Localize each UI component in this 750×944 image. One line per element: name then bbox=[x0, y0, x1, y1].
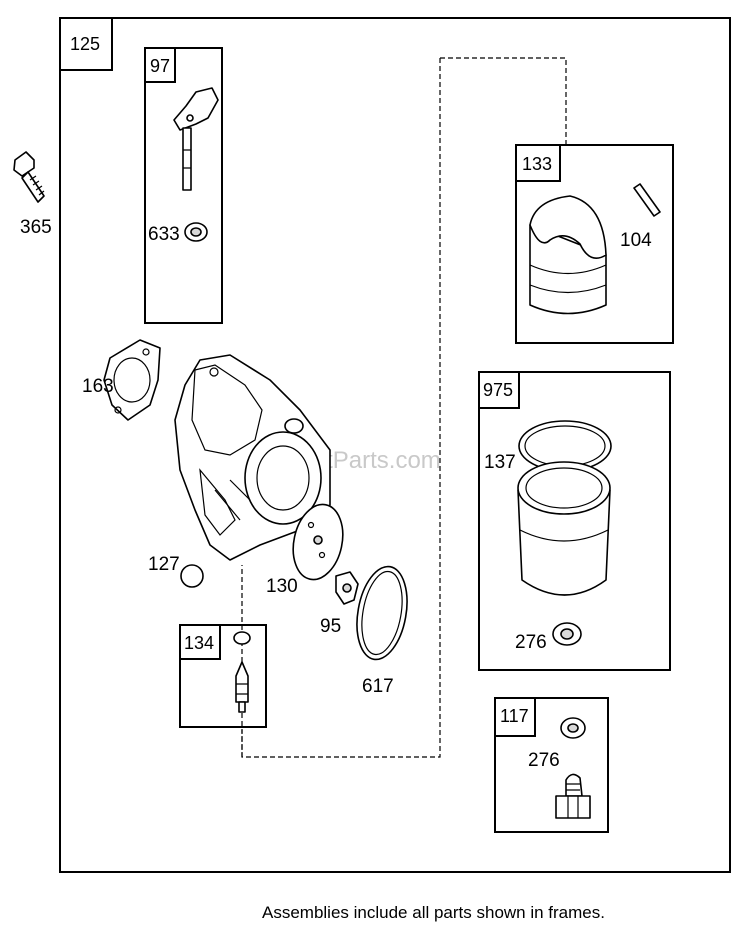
float-bowl-part bbox=[517, 461, 611, 596]
screw-part bbox=[13, 151, 45, 203]
float-part bbox=[529, 195, 607, 315]
o-ring-part bbox=[356, 565, 408, 661]
jet-kit-frame bbox=[494, 697, 609, 833]
assembly-tag-label: 125 bbox=[70, 34, 100, 54]
bowl-washer-part bbox=[552, 622, 582, 646]
connector-line-float bbox=[440, 57, 567, 145]
float-kit-frame bbox=[515, 144, 674, 344]
part-label-plug: 127 bbox=[148, 554, 180, 575]
throttle-shaft-kit-tag bbox=[144, 47, 176, 83]
part-label-screw: 365 bbox=[20, 217, 52, 238]
part-label-washer-jet: 276 bbox=[528, 750, 560, 771]
plug-part bbox=[180, 564, 204, 588]
throttle-shaft-kit-frame bbox=[144, 47, 223, 324]
throttle-shaft-part bbox=[173, 87, 219, 191]
throttle-shaft-kit-label: 97 bbox=[150, 56, 170, 76]
part-label-gasket: 163 bbox=[82, 376, 114, 397]
jet-part bbox=[335, 571, 359, 605]
part-label-float-pin: 104 bbox=[620, 230, 652, 251]
connector-line-main bbox=[241, 58, 441, 758]
needle-part bbox=[233, 631, 251, 713]
gasket-part bbox=[103, 339, 161, 421]
float-bowl-kit-tag bbox=[478, 371, 520, 409]
seal-part bbox=[184, 222, 208, 242]
carburetor-body bbox=[174, 354, 331, 561]
diaphragm-part bbox=[292, 503, 344, 581]
float-kit-label: 133 bbox=[522, 154, 552, 174]
assembly-frame bbox=[59, 17, 731, 873]
main-jet-part bbox=[555, 773, 591, 819]
part-label-washer-bowl: 276 bbox=[515, 632, 547, 653]
needle-kit-frame bbox=[179, 624, 267, 728]
footer-caption: Assemblies include all parts shown in fr… bbox=[262, 903, 605, 922]
float-bowl-kit-label: 975 bbox=[483, 380, 513, 400]
assembly-tag-box bbox=[59, 17, 113, 71]
part-label-seal: 633 bbox=[148, 224, 180, 245]
needle-kit-tag bbox=[179, 624, 221, 660]
part-label-bowl-gasket: 137 bbox=[484, 452, 516, 473]
float-pin-part bbox=[633, 183, 661, 217]
jet-kit-tag bbox=[494, 697, 536, 737]
part-label-jet: 95 bbox=[320, 616, 341, 637]
needle-kit-label: 134 bbox=[184, 633, 214, 653]
float-kit-tag bbox=[515, 144, 561, 182]
float-bowl-kit-frame bbox=[478, 371, 671, 671]
jet-washer-part bbox=[560, 717, 586, 739]
jet-kit-label: 117 bbox=[500, 706, 529, 726]
part-label-diaphragm: 130 bbox=[266, 576, 298, 597]
part-label-o-ring: 617 bbox=[362, 676, 394, 697]
